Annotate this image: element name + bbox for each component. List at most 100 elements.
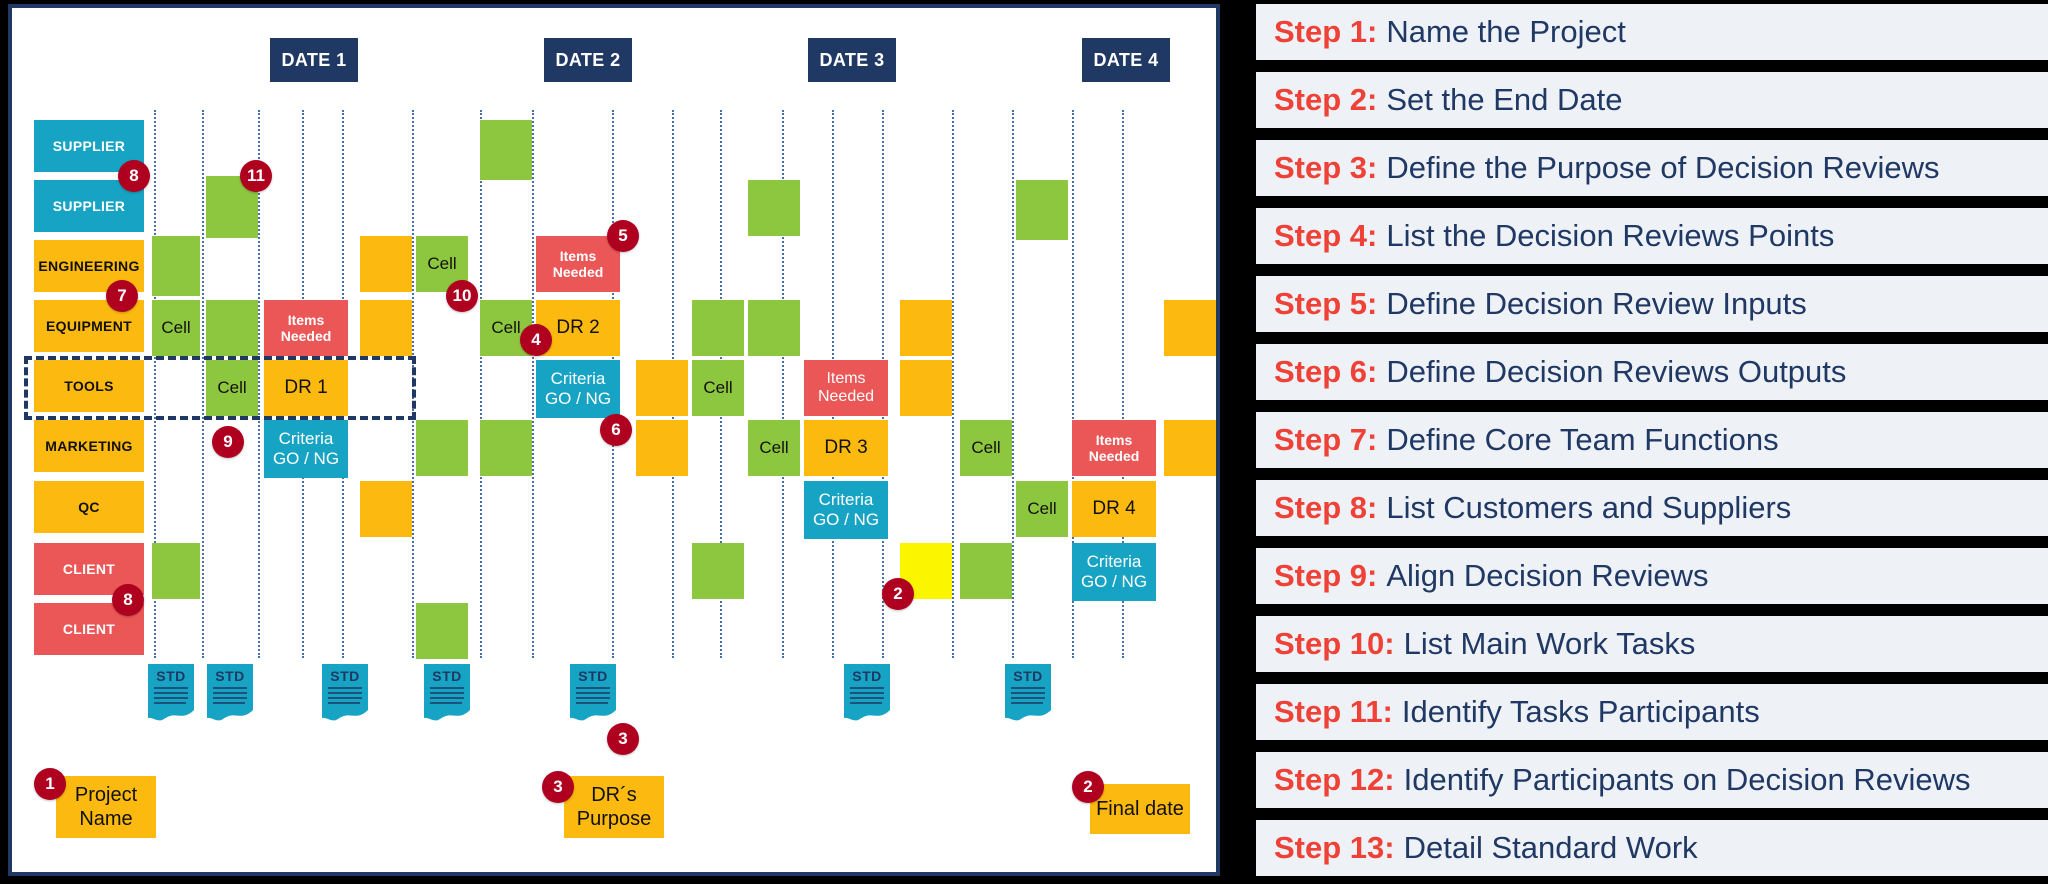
- step-badge-3: 3: [607, 723, 639, 755]
- swimlane-rail: [1122, 110, 1126, 658]
- step-row-5[interactable]: Step 5:Define Decision Review Inputs: [1256, 276, 2048, 332]
- date-header-3: DATE 3: [808, 38, 896, 82]
- std-document-icon[interactable]: STD: [1005, 664, 1051, 722]
- std-document-icon[interactable]: STD: [207, 664, 253, 722]
- date-header-2: DATE 2: [544, 38, 632, 82]
- step-title-label: Identify Tasks Participants: [1401, 694, 1760, 729]
- std-label: STD: [215, 668, 245, 684]
- step-number-label: Step 10:: [1274, 626, 1395, 661]
- step-title-label: Name the Project: [1386, 14, 1626, 49]
- std-document-icon[interactable]: STD: [570, 664, 616, 722]
- note-dr-s-purpose[interactable]: DR´s Purpose: [564, 776, 664, 838]
- step-row-6[interactable]: Step 6:Define Decision Reviews Outputs: [1256, 344, 2048, 400]
- block-items-needed[interactable]: Items Needed: [1072, 420, 1156, 476]
- block-green-empty[interactable]: [480, 120, 532, 180]
- block-green-empty[interactable]: [1016, 180, 1068, 240]
- std-document-icon[interactable]: STD: [148, 664, 194, 722]
- swimlane-rail: [202, 110, 206, 658]
- step-badge-4: 4: [520, 324, 552, 356]
- block-green-empty[interactable]: [748, 180, 800, 236]
- block-criteria-go-ng[interactable]: Criteria GO / NG: [264, 420, 348, 478]
- block-items-needed[interactable]: Items Needed: [264, 300, 348, 356]
- block-green-empty[interactable]: [748, 300, 800, 356]
- step-row-2[interactable]: Step 2:Set the End Date: [1256, 72, 2048, 128]
- step-title-label: List Customers and Suppliers: [1386, 490, 1792, 525]
- swimlane-rail: [1012, 110, 1016, 658]
- std-label: STD: [1013, 668, 1043, 684]
- note-final-date[interactable]: Final date: [1090, 784, 1190, 834]
- std-document-icon[interactable]: STD: [844, 664, 890, 722]
- step-number-label: Step 1:: [1274, 14, 1378, 49]
- step-number-label: Step 13:: [1274, 830, 1395, 865]
- block-green-empty[interactable]: [480, 420, 532, 476]
- block-cell[interactable]: Cell: [748, 420, 800, 476]
- block-amber-empty[interactable]: [360, 481, 412, 537]
- step-badge-2: 2: [882, 578, 914, 610]
- step-badge-11: 11: [240, 160, 272, 192]
- block-cell[interactable]: Cell: [692, 360, 744, 416]
- block-dr-4[interactable]: DR 4: [1072, 481, 1156, 537]
- tools-row-highlight: [24, 356, 416, 420]
- block-criteria-go-ng[interactable]: Criteria GO / NG: [1072, 543, 1156, 601]
- block-amber-empty[interactable]: [360, 300, 412, 356]
- note-project-name[interactable]: Project Name: [56, 776, 156, 838]
- step-row-3[interactable]: Step 3:Define the Purpose of Decision Re…: [1256, 140, 2048, 196]
- step-title-label: Align Decision Reviews: [1386, 558, 1709, 593]
- block-cell[interactable]: Cell: [960, 420, 1012, 476]
- block-green-empty[interactable]: [692, 543, 744, 599]
- step-title-label: List Main Work Tasks: [1403, 626, 1696, 661]
- block-green-empty[interactable]: [152, 543, 200, 599]
- step-row-12[interactable]: Step 12:Identify Participants on Decisio…: [1256, 752, 2048, 808]
- function-label-qc-6: QC: [34, 481, 144, 533]
- swimlane-rail: [480, 110, 484, 658]
- step-row-8[interactable]: Step 8:List Customers and Suppliers: [1256, 480, 2048, 536]
- step-row-1[interactable]: Step 1:Name the Project: [1256, 4, 2048, 60]
- swimlane-rail: [154, 110, 158, 658]
- step-badge-6: 6: [600, 414, 632, 446]
- block-criteria-go-ng[interactable]: Criteria GO / NG: [536, 360, 620, 418]
- step-row-9[interactable]: Step 9:Align Decision Reviews: [1256, 548, 2048, 604]
- date-header-1: DATE 1: [270, 38, 358, 82]
- step-number-label: Step 3:: [1274, 150, 1378, 185]
- block-amber-empty[interactable]: [360, 236, 412, 292]
- std-label: STD: [852, 668, 882, 684]
- step-badge-8: 8: [112, 584, 144, 616]
- block-items-needed[interactable]: Items Needed: [804, 360, 888, 416]
- block-items-needed[interactable]: Items Needed: [536, 236, 620, 292]
- step-badge-7: 7: [106, 280, 138, 312]
- block-green-empty[interactable]: [206, 300, 258, 356]
- block-amber-empty[interactable]: [900, 300, 952, 356]
- date-header-4: DATE 4: [1082, 38, 1170, 82]
- block-cell[interactable]: Cell: [206, 360, 258, 416]
- std-document-icon[interactable]: STD: [322, 664, 368, 722]
- block-amber-empty[interactable]: [636, 360, 688, 416]
- step-number-label: Step 7:: [1274, 422, 1378, 457]
- block-criteria-go-ng[interactable]: Criteria GO / NG: [804, 481, 888, 539]
- block-green-empty[interactable]: [416, 420, 468, 476]
- block-green-empty[interactable]: [960, 543, 1012, 599]
- block-cell[interactable]: Cell: [1016, 481, 1068, 537]
- step-row-10[interactable]: Step 10:List Main Work Tasks: [1256, 616, 2048, 672]
- block-green-empty[interactable]: [692, 300, 744, 356]
- step-row-13[interactable]: Step 13:Detail Standard Work: [1256, 820, 2048, 876]
- block-dr-1[interactable]: DR 1: [264, 360, 348, 416]
- block-amber-empty[interactable]: [1164, 420, 1216, 476]
- block-dr-3[interactable]: DR 3: [804, 420, 888, 476]
- block-cell[interactable]: Cell: [152, 300, 200, 356]
- block-green-empty[interactable]: [152, 236, 200, 296]
- step-badge-2: 2: [1072, 771, 1104, 803]
- step-badge-1: 1: [34, 768, 66, 800]
- block-amber-empty[interactable]: [636, 420, 688, 476]
- step-row-7[interactable]: Step 7:Define Core Team Functions: [1256, 412, 2048, 468]
- step-title-label: Define the Purpose of Decision Reviews: [1386, 150, 1940, 185]
- std-document-icon[interactable]: STD: [424, 664, 470, 722]
- step-title-label: Identify Participants on Decision Review…: [1403, 762, 1971, 797]
- block-green-empty[interactable]: [416, 603, 468, 659]
- block-amber-empty[interactable]: [900, 360, 952, 416]
- step-number-label: Step 8:: [1274, 490, 1378, 525]
- step-row-4[interactable]: Step 4:List the Decision Reviews Points: [1256, 208, 2048, 264]
- step-row-11[interactable]: Step 11:Identify Tasks Participants: [1256, 684, 2048, 740]
- block-amber-empty[interactable]: [1164, 300, 1216, 356]
